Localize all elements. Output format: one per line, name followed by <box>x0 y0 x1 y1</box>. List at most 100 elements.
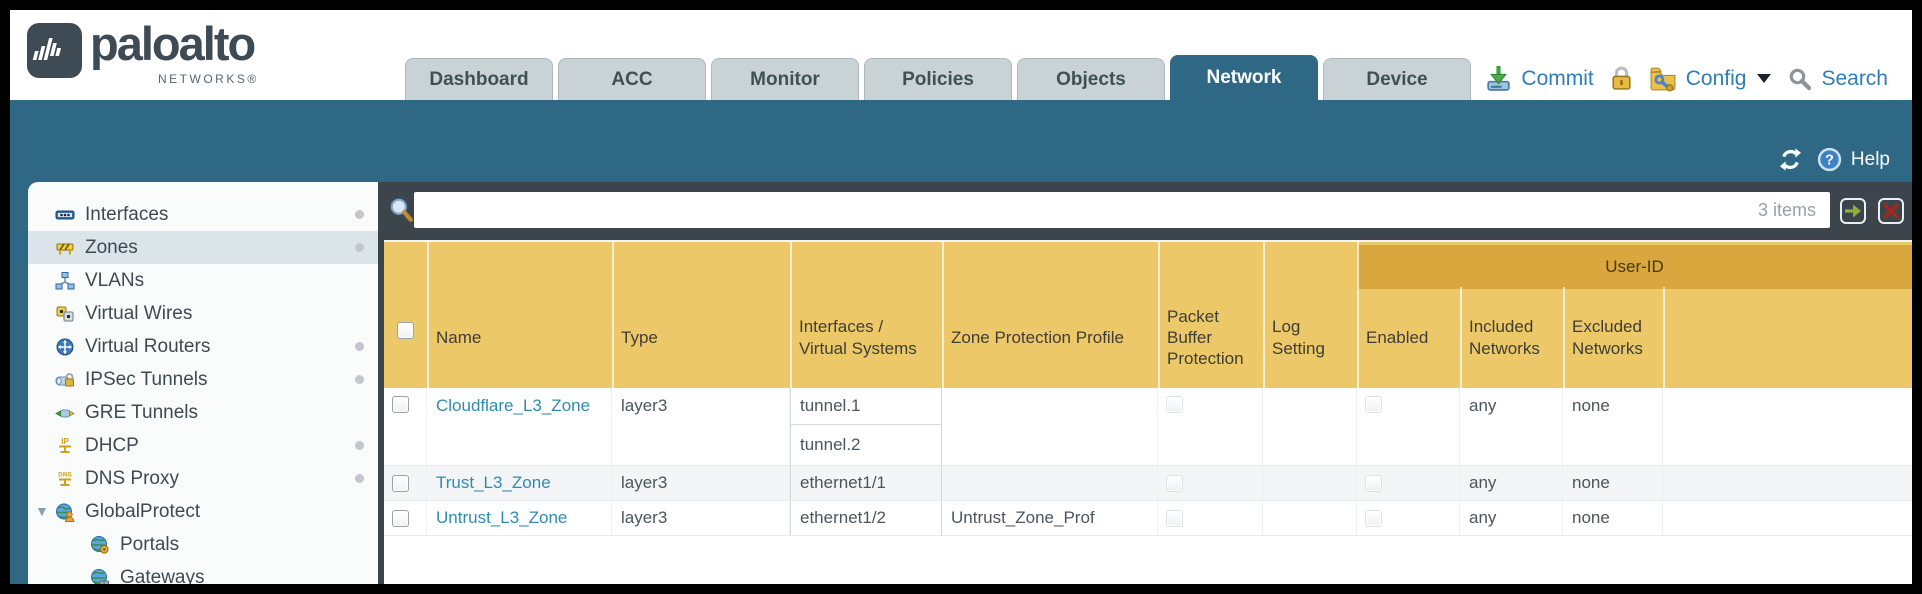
sidebar-item-label: Gateways <box>120 566 205 585</box>
sidebar-item-zones[interactable]: Zones <box>28 231 378 264</box>
column-header-interfaces[interactable]: Interfaces / Virtual Systems <box>799 317 917 358</box>
content-area: Interfaces Zones <box>10 182 1912 584</box>
cell-excluded-networks: none <box>1563 388 1663 465</box>
interface-cell: ethernet1/1 <box>800 473 887 492</box>
filter-input[interactable] <box>422 192 1720 230</box>
tab-device[interactable]: Device <box>1323 58 1471 100</box>
column-header-enabled[interactable]: Enabled <box>1366 327 1429 347</box>
sidebar-item-interfaces[interactable]: Interfaces <box>28 198 378 231</box>
row-checkbox[interactable] <box>392 396 409 413</box>
column-header-type[interactable]: Type <box>621 327 658 347</box>
help-icon[interactable]: ? <box>1817 147 1842 172</box>
help-label[interactable]: Help <box>1850 148 1890 170</box>
cell-zone-protection-profile <box>942 388 1158 465</box>
user-id-enabled-checkbox[interactable] <box>1365 509 1382 527</box>
dhcp-icon: IP <box>55 436 75 456</box>
tab-acc[interactable]: ACC <box>558 58 706 100</box>
commit-button[interactable]: Commit <box>1521 66 1594 90</box>
virtual-routers-icon <box>55 337 75 357</box>
sidebar-item-dns-proxy[interactable]: DNS DNS Proxy <box>28 462 378 495</box>
row-checkbox[interactable] <box>392 474 409 492</box>
sidebar-item-label: Virtual Routers <box>85 335 211 357</box>
tab-monitor[interactable]: Monitor <box>711 58 859 100</box>
brand-name: paloalto <box>90 17 256 70</box>
vlans-icon <box>55 271 75 291</box>
cell-name: Trust_L3_Zone <box>427 466 612 500</box>
sidebar-item-label: Zones <box>85 236 138 258</box>
expand-triangle-icon[interactable]: ▼ <box>35 503 49 519</box>
cell-type: layer3 <box>612 388 790 465</box>
tab-policies[interactable]: Policies <box>864 58 1012 100</box>
zone-name-link[interactable]: Cloudflare_L3_Zone <box>436 396 591 415</box>
search-button[interactable]: Search <box>1821 66 1888 90</box>
gateways-icon <box>90 568 110 584</box>
packet-buffer-checkbox[interactable] <box>1166 474 1183 492</box>
tab-objects[interactable]: Objects <box>1017 58 1165 100</box>
cell-packet-buffer-protection <box>1158 466 1263 500</box>
ipsec-tunnels-icon <box>55 370 75 390</box>
cell-excluded-networks: none <box>1563 501 1663 535</box>
header-separator <box>1563 287 1565 388</box>
column-header-included-networks[interactable]: Included Networks <box>1469 317 1540 358</box>
zone-name-link[interactable]: Trust_L3_Zone <box>436 473 551 492</box>
config-icon <box>1649 66 1677 92</box>
config-dropdown-caret[interactable] <box>1757 74 1772 83</box>
header-separator <box>612 242 614 388</box>
portals-icon <box>90 535 110 555</box>
sidebar-item-portals[interactable]: Portals <box>28 528 378 561</box>
packet-buffer-checkbox[interactable] <box>1166 396 1183 413</box>
sidebar-item-vlans[interactable]: VLANs <box>28 264 378 297</box>
table-header: User-ID Name Type Interfaces / Virtual S… <box>384 240 1912 388</box>
sidebar-item-gateways[interactable]: Gateways <box>28 561 378 584</box>
lock-icon[interactable] <box>1609 65 1634 92</box>
sidebar-item-virtual-routers[interactable]: Virtual Routers <box>28 330 378 363</box>
filter-bar: 3 items <box>384 182 1912 240</box>
cell-included-networks: any <box>1460 501 1563 535</box>
row-checkbox[interactable] <box>392 509 409 527</box>
packet-buffer-checkbox[interactable] <box>1166 509 1183 527</box>
sidebar-item-globalprotect[interactable]: ▼ GlobalProtect <box>28 495 378 528</box>
interfaces-icon <box>55 205 75 225</box>
column-header-excluded-networks[interactable]: Excluded Networks <box>1572 317 1643 358</box>
config-button[interactable]: Config <box>1685 66 1747 90</box>
cell-type: layer3 <box>612 501 790 535</box>
cell-type: layer3 <box>612 466 790 500</box>
clear-filter-button[interactable] <box>1878 198 1904 224</box>
user-id-enabled-checkbox[interactable] <box>1365 396 1382 413</box>
column-header-packet-buffer-protection[interactable]: Packet Buffer Protection <box>1167 306 1244 369</box>
refresh-icon[interactable] <box>1779 148 1802 171</box>
cell-zone-protection-profile: Untrust_Zone_Prof <box>942 501 1158 535</box>
apply-filter-button[interactable] <box>1840 198 1866 224</box>
status-dot <box>355 243 364 252</box>
sidebar-item-dhcp[interactable]: IP DHCP <box>28 429 378 462</box>
sidebar-item-virtual-wires[interactable]: Virtual Wires <box>28 297 378 330</box>
status-dot <box>355 441 364 450</box>
column-header-name[interactable]: Name <box>436 327 482 347</box>
sidebar-item-label: GRE Tunnels <box>85 401 198 423</box>
sub-header-band: ? Help <box>10 100 1912 182</box>
tab-dashboard[interactable]: Dashboard <box>405 58 553 100</box>
cell-packet-buffer-protection <box>1158 501 1263 535</box>
column-header-log-setting[interactable]: Log Setting <box>1272 317 1325 358</box>
zone-name-link[interactable]: Untrust_L3_Zone <box>436 508 568 527</box>
cell-filler <box>1663 388 1912 465</box>
user-id-enabled-checkbox[interactable] <box>1365 474 1382 492</box>
status-dot <box>355 474 364 483</box>
main-nav-tabs: Dashboard ACC Monitor Policies Objects N… <box>405 55 1471 100</box>
cell-user-id-enabled <box>1357 388 1460 465</box>
select-all-checkbox[interactable] <box>397 322 414 339</box>
tab-network[interactable]: Network <box>1170 55 1318 100</box>
sidebar-item-ipsec-tunnels[interactable]: IPSec Tunnels <box>28 363 378 396</box>
status-dot <box>355 342 364 351</box>
sidebar-item-gre-tunnels[interactable]: GRE Tunnels <box>28 396 378 429</box>
sidebar-item-label: IPSec Tunnels <box>85 368 208 390</box>
header-separator <box>1460 287 1462 388</box>
column-header-zone-protection-profile[interactable]: Zone Protection Profile <box>951 327 1124 347</box>
dns-proxy-icon: DNS <box>55 469 75 489</box>
sidebar-splitter[interactable] <box>378 182 384 584</box>
row-select-cell <box>384 466 427 500</box>
